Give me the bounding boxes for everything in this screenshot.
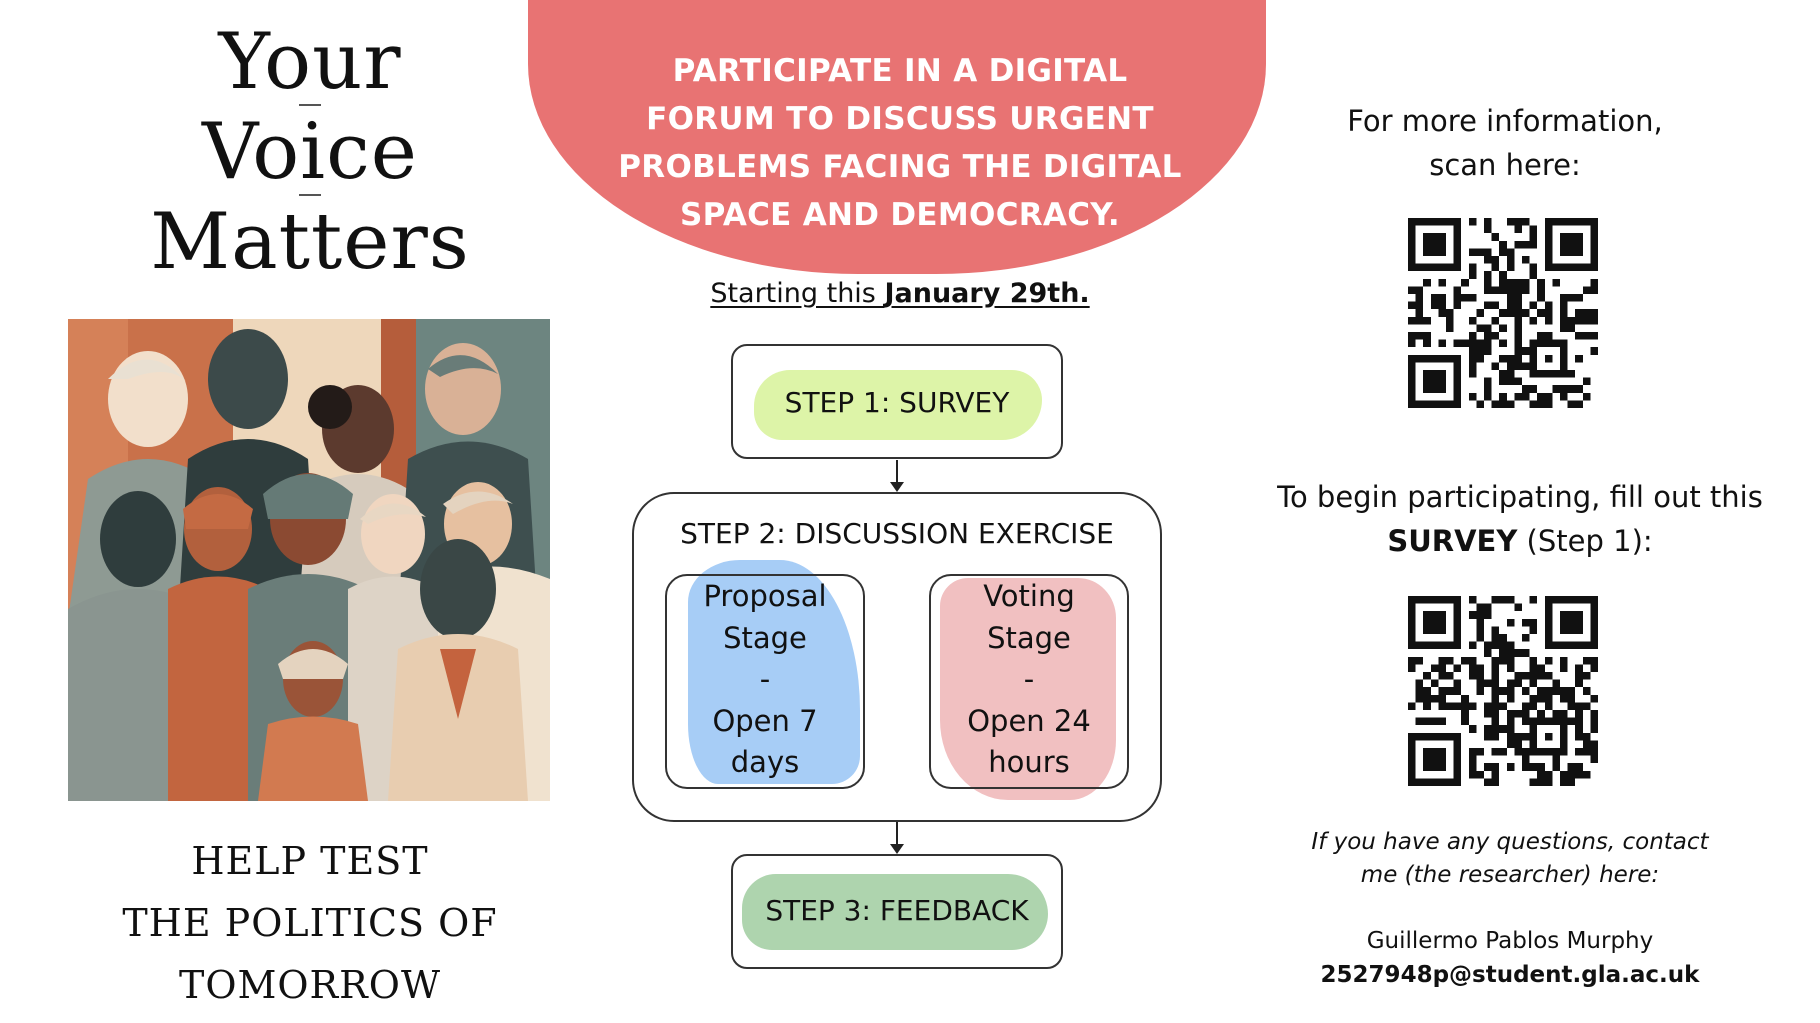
step1-label: STEP 1: SURVEY: [784, 386, 1010, 419]
poster-title: Your Voice Matters: [140, 18, 480, 286]
survey-keyword: SURVEY: [1387, 524, 1518, 558]
info-line-2: scan here:: [1429, 148, 1581, 182]
researcher-email-link[interactable]: 2527948p@student.gla.ac.uk: [1320, 962, 1700, 988]
voting-line-4: Open 24: [967, 703, 1091, 738]
voting-line-1: Voting: [983, 579, 1075, 613]
contact-line-1: If you have any questions, contact: [1311, 829, 1709, 855]
begin-step-note: (Step 1):: [1517, 524, 1653, 558]
start-prefix: Starting this: [710, 278, 885, 309]
crowd-illustration: [68, 319, 550, 801]
step2-label: STEP 2: DISCUSSION EXERCISE: [680, 517, 1114, 550]
arrow-down-icon: [890, 844, 904, 854]
help-line-1: HELP TEST: [191, 839, 429, 883]
voting-stage-box: [929, 574, 1129, 789]
step3-highlight: [742, 874, 1048, 950]
begin-line-1: To begin participating, fill out this: [1277, 480, 1763, 514]
researcher-name: Guillermo Pablos Murphy: [1366, 928, 1654, 954]
title-divider: [299, 104, 321, 106]
help-tagline: HELP TEST THE POLITICS OF TOMORROW: [80, 830, 540, 1016]
voting-line-2: Stage: [987, 620, 1071, 655]
voting-highlight: [940, 578, 1116, 800]
contact-prompt: If you have any questions, contact me (t…: [1275, 826, 1745, 892]
start-date-line: Starting this January 29th.: [600, 278, 1200, 309]
proposal-line-1: Proposal: [703, 579, 827, 613]
begin-prompt: To begin participating, fill out this SU…: [1255, 475, 1785, 563]
title-line-voice: Voice: [202, 107, 418, 197]
proposal-stage-box: [665, 574, 865, 789]
proposal-line-5: days: [730, 745, 800, 779]
banner-line-4: SPACE AND DEMOCRACY.: [680, 197, 1120, 233]
step3-label: STEP 3: FEEDBACK: [765, 894, 1029, 927]
proposal-line-2: Stage: [723, 620, 807, 655]
voting-line-5: hours: [988, 745, 1070, 779]
banner-line-2: FORUM TO DISCUSS URGENT: [646, 101, 1154, 137]
help-line-3: TOMORROW: [179, 963, 441, 1007]
voting-stage-text: Voting Stage - Open 24 hours: [929, 576, 1129, 784]
contact-line-2: me (the researcher) here:: [1360, 862, 1660, 888]
qr-code-icon[interactable]: [1408, 596, 1598, 786]
help-line-2: THE POLITICS OF: [122, 901, 498, 945]
voting-line-3: -: [1023, 662, 1035, 696]
banner-line-3: PROBLEMS FACING THE DIGITAL: [618, 149, 1182, 185]
proposal-highlight: [688, 560, 860, 784]
title-divider: [299, 194, 321, 196]
banner-line-1: PARTICIPATE IN A DIGITAL: [672, 53, 1128, 89]
arrow-down-icon: [890, 482, 904, 492]
start-date: January 29th.: [884, 278, 1090, 309]
info-prompt: For more information, scan here:: [1290, 99, 1720, 187]
title-line-matters: Matters: [150, 197, 470, 287]
flow-arrow-1: [896, 460, 898, 486]
info-line-1: For more information,: [1347, 104, 1663, 138]
proposal-line-3: -: [759, 662, 771, 696]
title-line-your: Your: [218, 17, 402, 107]
proposal-stage-text: Proposal Stage - Open 7 days: [665, 576, 865, 784]
qr-code-icon[interactable]: [1408, 218, 1598, 408]
flow-arrow-2: [896, 822, 898, 848]
banner-heading: PARTICIPATE IN A DIGITAL FORUM TO DISCUS…: [600, 47, 1200, 239]
proposal-line-4: Open 7: [712, 703, 818, 738]
step1-highlight: [754, 370, 1042, 440]
begin-line-2: SURVEY (Step 1):: [1255, 519, 1785, 563]
